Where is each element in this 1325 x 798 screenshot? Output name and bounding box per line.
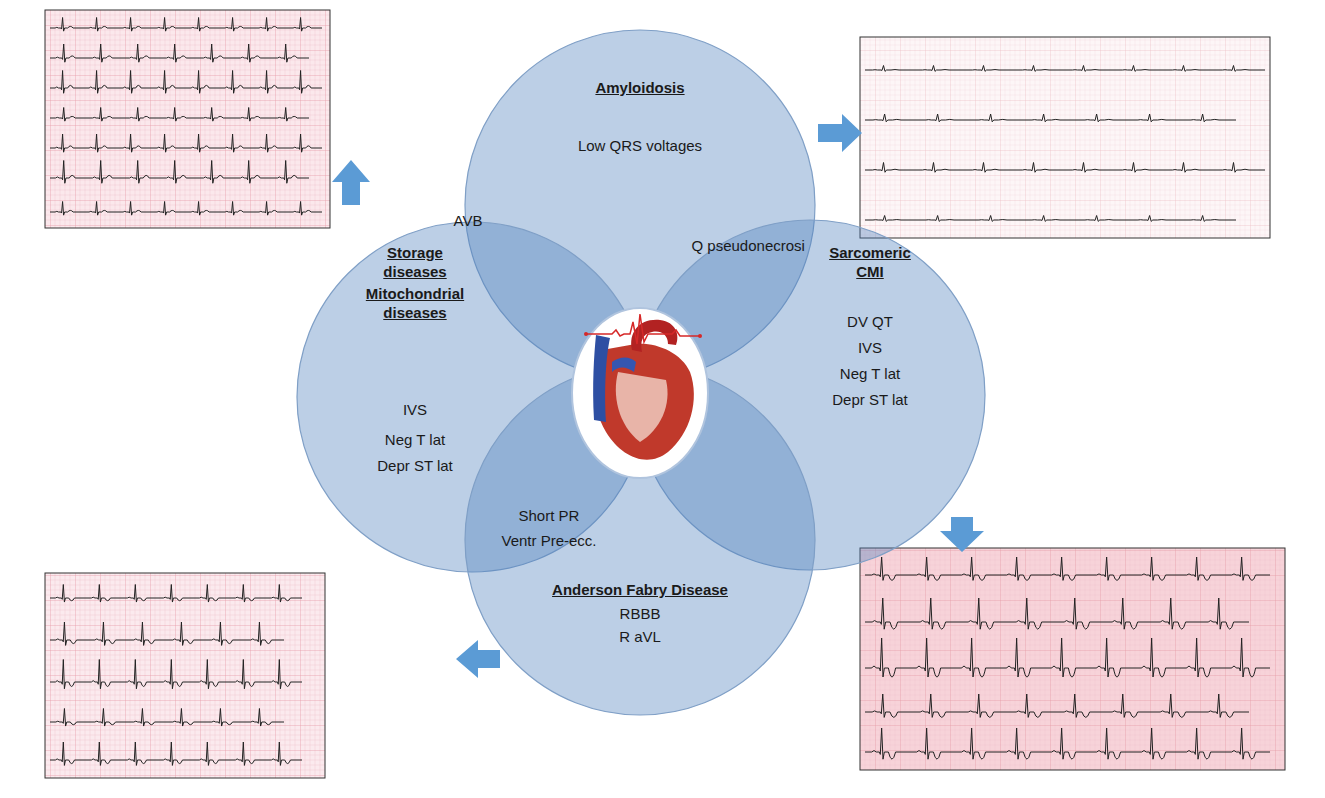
ecg-panel: [45, 573, 325, 778]
ecg-dot: [584, 332, 588, 336]
ecg-lead-trace: [50, 161, 309, 184]
circle-heading: Amyloidosis: [540, 78, 740, 97]
overlap-feature: Short PR: [519, 506, 580, 525]
ecg-feature: Neg T lat: [370, 430, 460, 449]
ecg-panel: [860, 548, 1285, 770]
block-arrow: [818, 114, 862, 152]
ecg-lead-trace: [50, 742, 302, 765]
pulmonary-vessel: [612, 358, 636, 373]
ecg-feature: IVS: [370, 400, 460, 419]
circle-heading: Storage diseases: [370, 243, 460, 281]
ecg-panel: [45, 10, 330, 228]
block-arrow: [940, 517, 984, 552]
ecg-lead-trace: [865, 114, 1236, 122]
circle-heading: Mitochondrial diseases: [360, 284, 470, 322]
vena-cava: [593, 335, 610, 422]
ecg-panel: [860, 37, 1270, 238]
ecg-lead-trace: [865, 163, 1265, 173]
block-arrow: [456, 640, 500, 678]
ecg-lead-trace: [50, 585, 302, 603]
ecg-feature: Depr ST lat: [820, 390, 920, 409]
ecg-lead-trace: [865, 728, 1270, 759]
ecg-grid: [45, 10, 330, 228]
ecg-lead-trace: [865, 66, 1265, 72]
ecg-traces: [50, 18, 1270, 766]
ecg-grid: [860, 548, 1285, 770]
ecg-lead-trace: [865, 216, 1236, 222]
ecg-lead-trace: [50, 660, 302, 689]
heart-chamber: [616, 372, 668, 442]
heart-body: [594, 344, 694, 460]
ecg-feature: Depr ST lat: [365, 456, 465, 475]
block-arrow: [332, 160, 370, 205]
circle-heading: Sarcomeric CMI: [820, 243, 920, 281]
ecg-lead-trace: [865, 557, 1270, 580]
ecg-lead-trace: [865, 598, 1249, 629]
ecg-lead-trace: [50, 134, 322, 152]
ecg-lead-trace: [50, 622, 284, 645]
ecg-feature: Low QRS voltages: [540, 136, 740, 155]
ecg-feature: DV QT: [825, 312, 915, 331]
circle-shape: [465, 365, 815, 715]
ecg-lead-trace: [50, 709, 284, 727]
ecg-feature: Neg T lat: [820, 364, 920, 383]
ecg-feature: RBBB: [580, 604, 700, 623]
ecg-dot: [698, 334, 702, 338]
ecg-lead-trace: [865, 638, 1270, 677]
ecg-lead-trace: [50, 71, 322, 94]
ecg-grid: [45, 573, 325, 778]
ecg-feature: IVS: [825, 338, 915, 357]
circle-heading: Anderson Fabry Disease: [520, 580, 760, 599]
overlap-feature: Q pseudonecrosi: [692, 236, 805, 255]
ecg-lead-trace: [50, 108, 309, 122]
ecg-lead-trace: [865, 694, 1249, 717]
overlap-feature: AVB: [454, 211, 483, 230]
ecg-lead-trace: [50, 44, 309, 62]
ecg-grid: [860, 37, 1270, 238]
ecg-feature: R aVL: [580, 627, 700, 646]
heart-frame: [572, 308, 708, 478]
overlap-feature: Ventr Pre-ecc.: [502, 531, 597, 550]
ecg-lead-trace: [50, 18, 322, 32]
ecg-lead-trace: [50, 202, 322, 216]
